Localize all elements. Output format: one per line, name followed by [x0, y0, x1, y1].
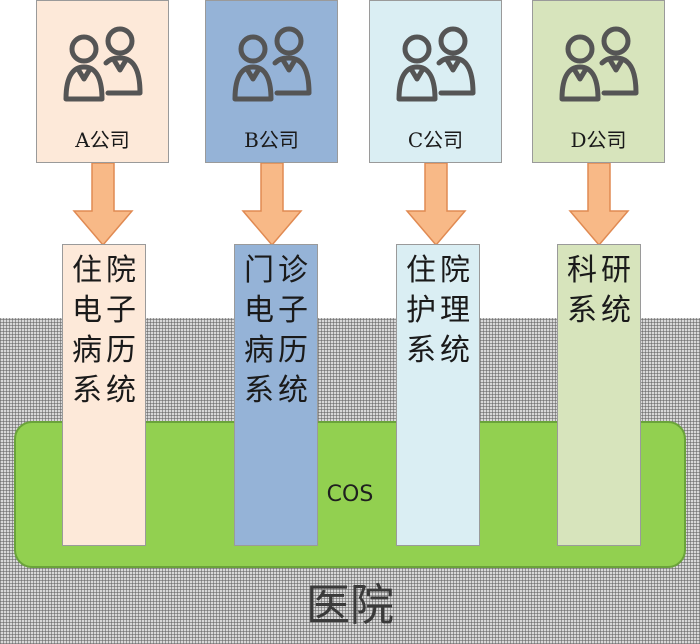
company-label: B公司: [244, 128, 299, 152]
system-label-line: 护理: [406, 293, 474, 328]
system-label-line: 系统: [406, 333, 474, 368]
system-label-line: 住院: [72, 253, 140, 288]
cos-label: COS: [326, 482, 374, 507]
company-box: A公司: [36, 0, 169, 163]
system-label-line: 电子: [244, 293, 312, 328]
system-label-line: 病历: [244, 333, 312, 368]
system-label-line: 系统: [244, 373, 312, 408]
users-icon: [559, 26, 639, 102]
system-box: 住院电子病历系统: [62, 244, 146, 546]
system-label-line: 电子: [72, 293, 140, 328]
company-box: D公司: [532, 0, 665, 163]
down-arrow-icon: [240, 163, 303, 247]
company-box: C公司: [369, 0, 502, 163]
system-label-line: 系统: [72, 373, 140, 408]
users-icon: [396, 26, 476, 102]
company-box: B公司: [205, 0, 338, 163]
down-arrow-icon: [71, 163, 134, 247]
system-label-line: 科研: [567, 253, 635, 288]
system-label-line: 病历: [72, 333, 140, 368]
system-label-line: 系统: [567, 293, 635, 328]
system-label-line: 住院: [406, 253, 474, 288]
company-label: D公司: [570, 128, 627, 152]
system-box: 住院护理系统: [396, 244, 480, 546]
system-label-line: 门诊: [244, 253, 312, 288]
users-icon: [232, 26, 312, 102]
system-box: 门诊电子病历系统: [234, 244, 318, 546]
hospital-label: 医院: [306, 580, 394, 631]
users-icon: [63, 26, 143, 102]
down-arrow-icon: [567, 163, 630, 247]
system-box: 科研系统: [557, 244, 641, 546]
down-arrow-icon: [404, 163, 467, 247]
company-label: A公司: [75, 128, 130, 152]
company-label: C公司: [407, 128, 464, 152]
